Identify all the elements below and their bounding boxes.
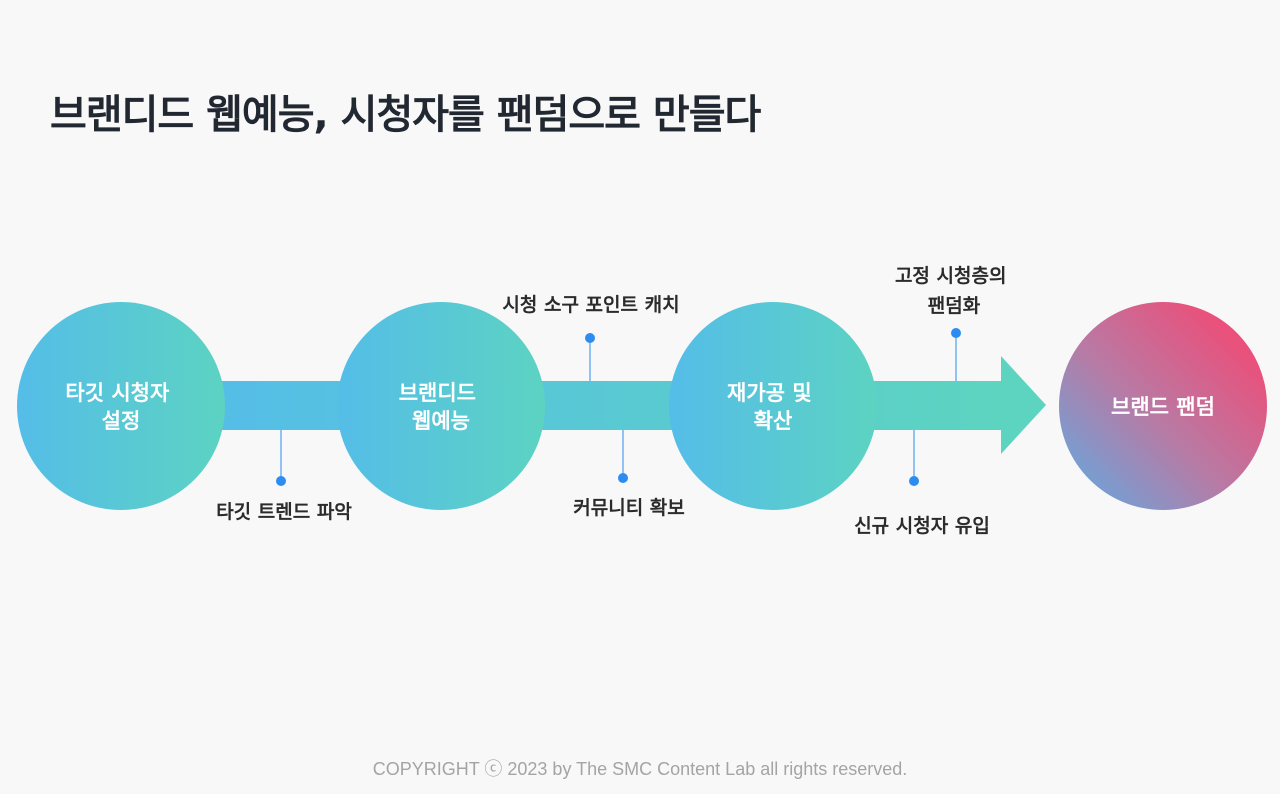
connector-trend [276,430,286,486]
step-label-fandom: 고정 시청층의 팬덤화 [895,265,1013,317]
connector-point [585,333,595,381]
stage-circle-fandom [1059,302,1267,510]
connector-dot [585,333,595,343]
page-title: 브랜디드 웹예능, 시청자를 팬덤으로 만들다 [50,92,761,138]
connector-dot [951,328,961,338]
stage-label-fandom: 브랜드 팬덤 [1111,395,1215,419]
step-label-trend: 타깃 트렌드 파악 [216,501,352,523]
copyright-notice: COPYRIGHT ⓒ 2023 by The SMC Content Lab … [372,759,908,779]
stage-circle-webshow [337,302,545,510]
connector-dot [618,473,628,483]
stage-label-webshow: 브랜디드 웹예능 [399,381,484,433]
stage-label-target: 타깃 시청자 설정 [65,381,176,433]
step-label-newviewers: 신규 시청자 유입 [854,515,990,537]
stage-circle-target [17,302,225,510]
step-label-point: 시청 소구 포인트 캐치 [502,294,679,316]
step-label-community: 커뮤니티 확보 [573,496,685,519]
connector-fandom [951,328,961,381]
stage-label-spread: 재가공 및 확산 [727,381,819,433]
connector-community [618,430,628,483]
connector-dot [909,476,919,486]
connector-newviewers [909,430,919,486]
flow-arrow-head [1001,356,1046,454]
stage-circle-spread [669,302,877,510]
flow-arrow-band [200,381,1002,430]
connector-dot [276,476,286,486]
